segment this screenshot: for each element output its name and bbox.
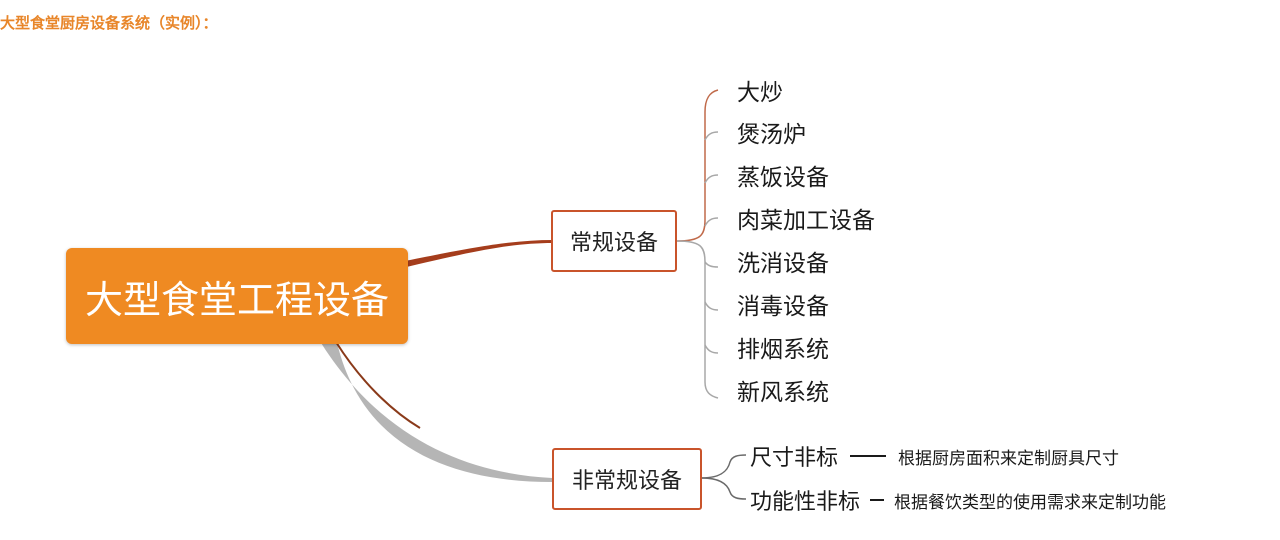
- leaf-item: 消毒设备: [737, 294, 829, 320]
- special-item-name: 功能性非标: [750, 490, 861, 515]
- connector-root-special-inner: [335, 341, 421, 429]
- leaf-item: 大炒: [737, 80, 783, 106]
- dash-separator: [870, 499, 885, 501]
- special-item: 功能性非标 根据餐饮类型的使用需求来定制功能: [750, 485, 1166, 515]
- bracket-special: [701, 454, 747, 479]
- leaf-item: 洗消设备: [737, 251, 829, 277]
- root-node: 大型食堂工程设备: [66, 248, 408, 344]
- branch-node-regular: 常规设备: [551, 210, 677, 272]
- branch-node-special: 非常规设备: [552, 448, 702, 510]
- leaf-item: 肉菜加工设备: [737, 208, 875, 234]
- special-item: 尺寸非标 根据厨房面积来定制厨具尺寸: [750, 441, 1119, 471]
- bracket-regular: [676, 89, 719, 242]
- connector-root-regular: [400, 240, 553, 268]
- dash-separator: [850, 455, 887, 457]
- special-item-name: 尺寸非标: [750, 446, 839, 471]
- leaf-item: 蒸饭设备: [737, 165, 829, 191]
- bracket-special-lower: [701, 477, 747, 500]
- leaf-item: 新风系统: [737, 380, 829, 406]
- connector-root-special: [318, 338, 552, 482]
- leaf-item: 煲汤炉: [737, 122, 806, 148]
- special-item-desc: 根据厨房面积来定制厨具尺寸: [898, 448, 1120, 469]
- leaf-item: 排烟系统: [737, 337, 829, 363]
- special-item-desc: 根据餐饮类型的使用需求来定制功能: [894, 492, 1167, 513]
- page-heading: 大型食堂厨房设备系统（实例）：: [0, 14, 218, 32]
- bracket-regular-lower: [676, 240, 719, 399]
